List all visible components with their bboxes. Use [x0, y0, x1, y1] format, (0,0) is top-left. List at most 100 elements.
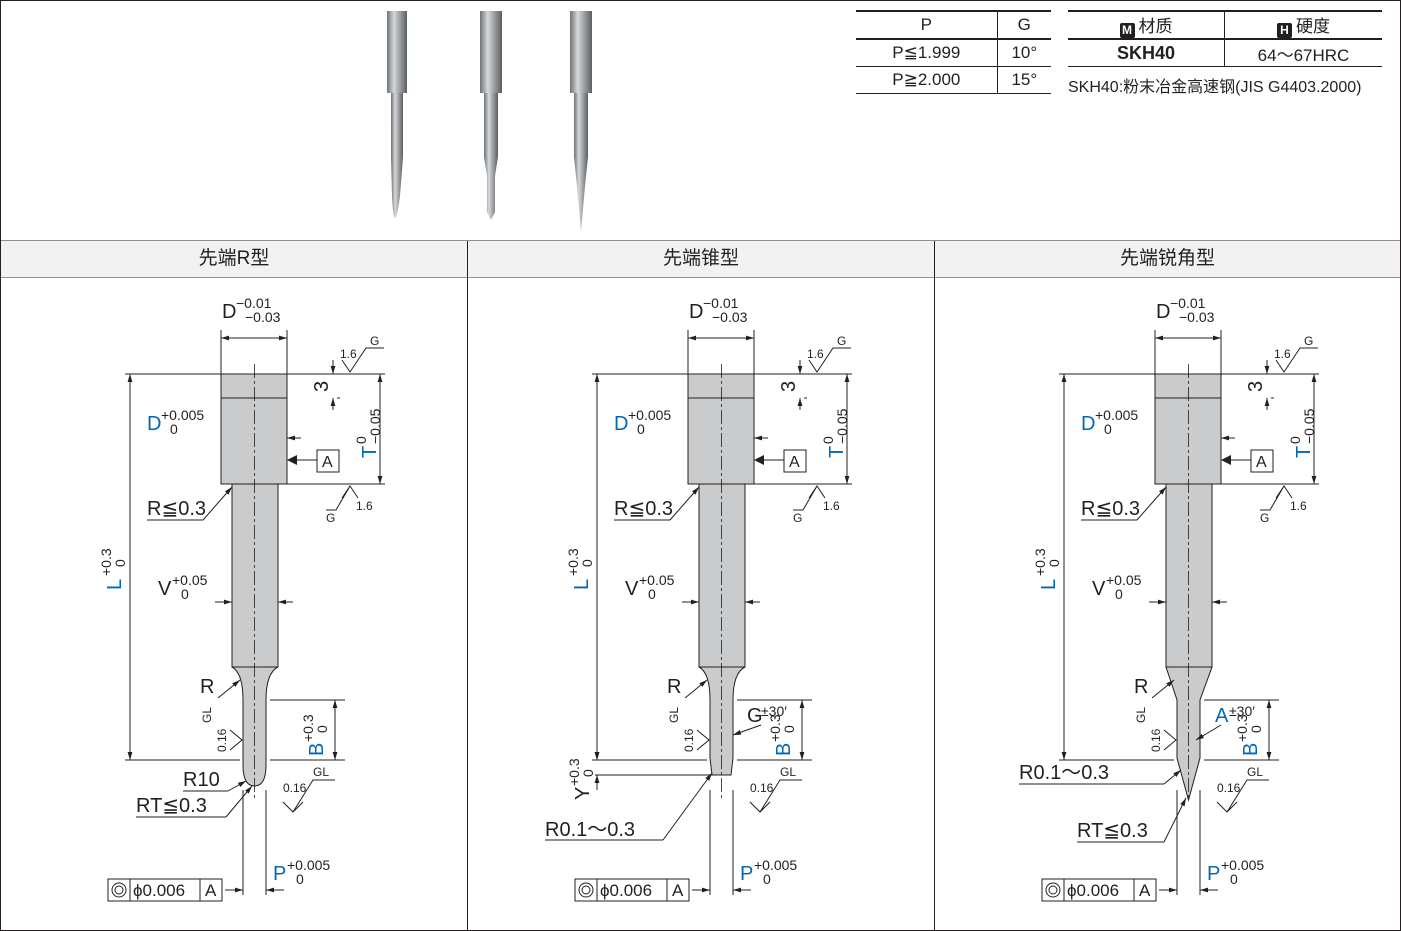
punch-tip — [698, 666, 746, 776]
leader-line — [1151, 679, 1175, 699]
radius-label: R — [200, 676, 214, 698]
d-top-label-tol-upper: −0.01 — [703, 295, 739, 311]
roughness-head-top: 1.6G — [807, 334, 851, 373]
d-fit-label-symbol: D — [1081, 413, 1095, 435]
concentricity-icon-inner — [581, 885, 591, 895]
b-label-tol-lower: 0 — [781, 725, 797, 733]
t-label-tol-lower: −0.05 — [1301, 408, 1317, 444]
drawing-taper-type: D−0.01−0.03D+0.00503T0−0.051.6G1.6GAR≦0.… — [545, 295, 852, 902]
l-label-tol-lower: 0 — [579, 559, 595, 567]
punch-head — [1154, 373, 1222, 485]
hardness-header: 硬度 — [1296, 17, 1330, 36]
leader-line — [202, 486, 233, 521]
taper-angle-tol: ±30′ — [761, 703, 787, 719]
datum-triangle — [1221, 455, 1231, 465]
roughness-bottom-value: 0.16 — [1217, 781, 1241, 795]
tip-angle-tol: ±30′ — [1229, 703, 1255, 719]
y-label: Y+0.30 — [566, 758, 596, 800]
b-label-symbol: B — [773, 743, 795, 756]
leader-line — [669, 486, 700, 521]
y-label-symbol: Y — [572, 787, 594, 800]
roughness-tip-value: 0.16 — [682, 728, 696, 752]
datum-a-letter: A — [789, 454, 800, 471]
angle-row-1-p: P≦1.999 — [856, 39, 998, 67]
concentricity-icon — [1045, 882, 1061, 898]
b-label-tol-lower: 0 — [314, 725, 330, 733]
tip-edge-label: RT≦0.3 — [1077, 820, 1148, 842]
d-top-label: D−0.01−0.03 — [689, 295, 748, 325]
b-label-tol-upper: +0.3 — [300, 714, 316, 742]
d-fit-label-symbol: D — [614, 413, 628, 435]
d-fit-label-tol-lower: 0 — [170, 421, 178, 437]
concentricity-icon — [111, 882, 127, 898]
t-label-symbol: T — [359, 446, 381, 458]
angle-header-g: G — [996, 10, 1051, 40]
d-fit-label-symbol: D — [147, 413, 161, 435]
roughness-head-bottom: 1.6G — [1260, 485, 1307, 525]
roughness-bottom-grade: GL — [1247, 765, 1263, 779]
roughness-grade: G — [370, 334, 379, 348]
datum-triangle — [754, 455, 764, 465]
roughness-mark — [808, 347, 851, 373]
concentricity-icon-inner — [1048, 885, 1058, 895]
t-label-symbol: T — [826, 446, 848, 458]
material-note: SKH40:粉末冶金高速钢(JIS G4403.2000) — [1068, 79, 1362, 96]
angle-row-1-g: 10° — [996, 39, 1051, 67]
b-label: B+0.30 — [1234, 714, 1264, 756]
l-label-tol-lower: 0 — [112, 559, 128, 567]
leader-line — [684, 679, 708, 699]
y-label-tol-lower: 0 — [580, 769, 596, 777]
leader-line — [662, 772, 713, 841]
leader-line — [732, 724, 762, 736]
roughness-tip-grade: GL — [200, 707, 214, 723]
leader-line — [217, 679, 241, 699]
tip-angle-label: A — [1215, 705, 1229, 727]
concentricity-icon — [578, 882, 594, 898]
p-label-tol-lower: 0 — [763, 871, 771, 887]
p-label-tol-upper: +0.005 — [754, 857, 797, 873]
roughness-head-bottom: 1.6G — [326, 485, 373, 525]
roughness-grade: G — [1304, 334, 1313, 348]
v-label-tol-lower: 0 — [1115, 586, 1123, 602]
section-title-taper-type: 先端锥型 — [468, 241, 934, 277]
v-label-symbol: V — [1092, 578, 1106, 600]
l-label-tol-lower: 0 — [1046, 559, 1062, 567]
d-top-label-tol-lower: −0.03 — [1179, 309, 1215, 325]
punch-tip — [231, 666, 279, 787]
leader-line — [225, 785, 253, 818]
roughness-bottom-grade: GL — [313, 765, 329, 779]
angle-header-p: P — [856, 10, 998, 40]
l-label-symbol: L — [104, 579, 126, 590]
punch-body — [698, 483, 746, 668]
b-label: B+0.30 — [300, 714, 330, 756]
l-label-symbol: L — [1038, 579, 1060, 590]
t-label-tol-lower: −0.05 — [834, 408, 850, 444]
runout-datum: A — [1139, 881, 1151, 900]
v-label-symbol: V — [625, 578, 639, 600]
roughness-value: 1.6 — [356, 499, 373, 513]
v-label-tol-lower: 0 — [181, 586, 189, 602]
roughness-bottom — [1216, 779, 1269, 813]
material-header: 材质 — [1138, 17, 1173, 36]
runout-datum: A — [672, 881, 684, 900]
b-label-tol-upper: +0.3 — [767, 714, 783, 742]
punch-head — [687, 373, 755, 485]
punch-body — [231, 483, 279, 668]
p-label-symbol: P — [273, 863, 286, 885]
runout-frame — [1041, 878, 1157, 902]
t-label-tol-lower: −0.05 — [367, 408, 383, 444]
l-label: L+0.30 — [1032, 548, 1062, 590]
three-label: 3 — [311, 381, 333, 392]
l-label-symbol: L — [571, 579, 593, 590]
d-top-label-tol-lower: −0.03 — [245, 309, 281, 325]
roughness-tip-side — [696, 729, 710, 751]
roughness-grade: G — [1260, 511, 1269, 525]
punch-photo-sharp-type — [570, 11, 592, 232]
t-label-symbol: T — [1293, 446, 1315, 458]
